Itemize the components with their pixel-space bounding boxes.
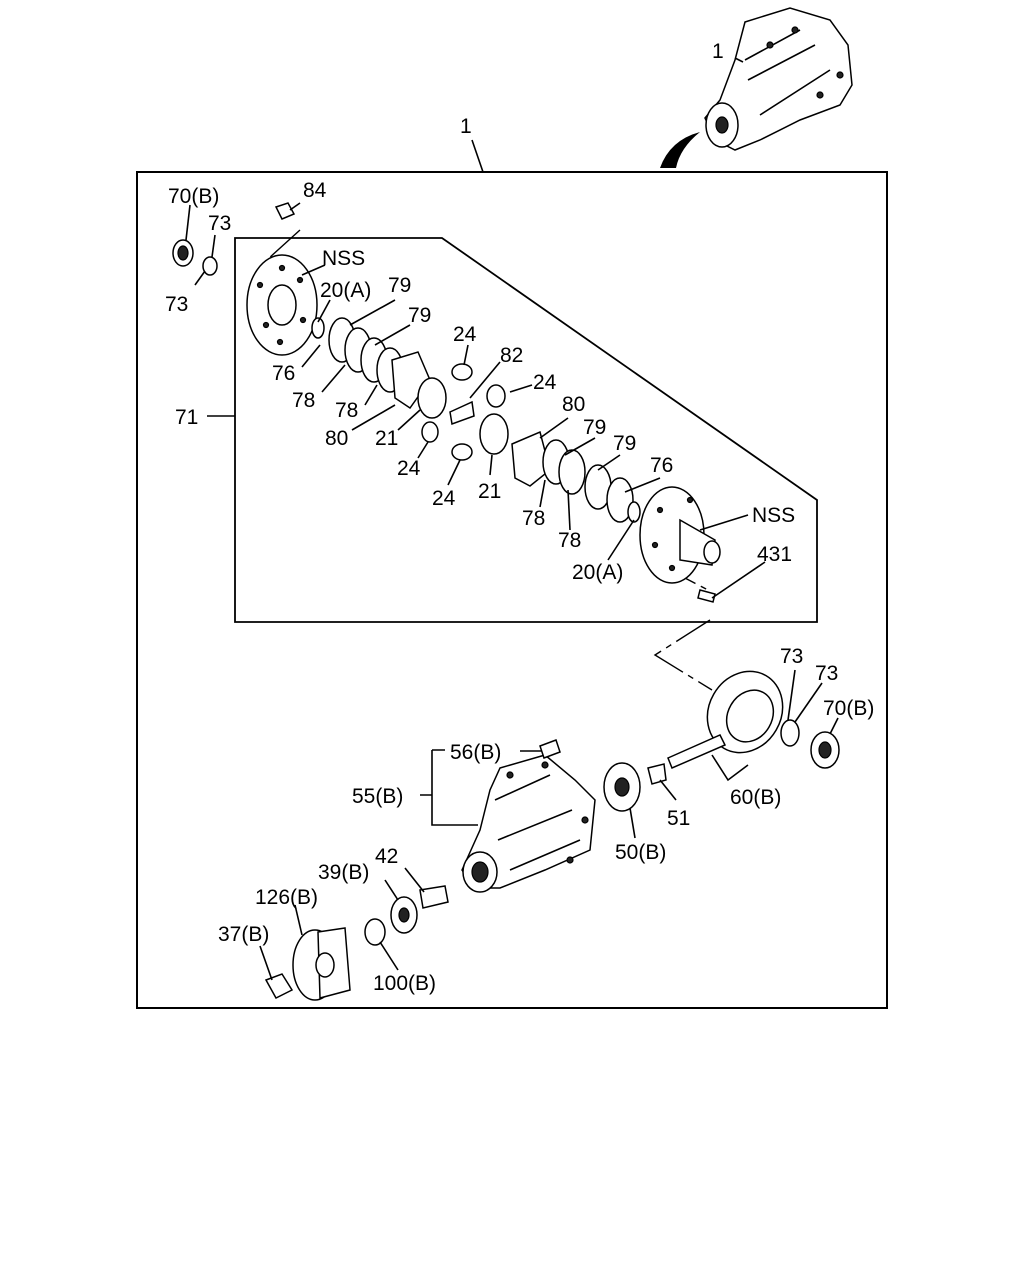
companion-flange-126b [292, 927, 351, 1001]
differential-subassembly-frame [234, 237, 818, 623]
bearing-70b-bottom [810, 731, 840, 769]
label-nss-bottom: NSS [752, 504, 795, 527]
spacer-51 [647, 763, 667, 785]
label-73-a: 73 [208, 212, 231, 235]
shim-73 [780, 719, 800, 747]
label-78-b: 78 [335, 399, 358, 422]
arrow-icon [660, 132, 700, 168]
label-78-a: 78 [292, 389, 315, 412]
ring-gear-pinion-60b [667, 670, 784, 769]
label-79-a: 79 [388, 274, 411, 297]
clutch-plates-left [311, 317, 431, 410]
label-80-b: 80 [562, 393, 585, 416]
label-60b: 60(B) [730, 786, 781, 809]
label-84: 84 [303, 179, 327, 202]
label-73-d: 73 [815, 662, 838, 685]
leader-lines [185, 202, 839, 981]
label-431: 431 [757, 543, 792, 566]
label-nss-top: NSS [322, 247, 365, 270]
label-55b: 55(B) [352, 785, 403, 808]
oil-seal-100b [364, 918, 386, 946]
diff-case-left [246, 254, 318, 356]
label-24-d: 24 [432, 487, 456, 510]
label-73-c: 73 [780, 645, 803, 668]
label-79-c: 79 [583, 416, 606, 439]
bolt-84 [274, 202, 296, 220]
label-78-d: 78 [558, 529, 581, 552]
label-71: 71 [175, 406, 198, 429]
label-100b: 100(B) [373, 972, 436, 995]
label-24-a: 24 [453, 323, 477, 346]
label-70b-bottom: 70(B) [823, 697, 874, 720]
label-73-b: 73 [165, 293, 188, 316]
washer-73 [202, 256, 218, 276]
label-24-b: 24 [533, 371, 557, 394]
assembled-carrier-illustration [660, 7, 853, 168]
bolt-431 [697, 589, 716, 603]
clutch-plates-right [511, 430, 641, 523]
bearing-50b [603, 762, 641, 812]
assembly-frame [136, 171, 888, 1009]
bearing-70b-top [172, 239, 194, 267]
label-70b-top: 70(B) [168, 185, 219, 208]
diff-case-right [639, 486, 721, 584]
part-labels: 1 1 84 70(B) 73 73 NSS 20(A) 79 79 76 78… [165, 40, 874, 995]
bolt-56b [539, 739, 561, 759]
label-21-b: 21 [478, 480, 501, 503]
bearing-39b [390, 896, 418, 934]
label-79-b: 79 [408, 304, 431, 327]
label-20a-top: 20(A) [320, 279, 371, 302]
spacer-42 [419, 885, 449, 909]
label-78-c: 78 [522, 507, 545, 530]
label-50b: 50(B) [615, 841, 666, 864]
label-80-a: 80 [325, 427, 348, 450]
label-76-top: 76 [272, 362, 295, 385]
carrier-housing-55b [461, 754, 596, 893]
nut-37b [264, 973, 294, 999]
label-42: 42 [375, 845, 398, 868]
label-126b: 126(B) [255, 886, 318, 909]
label-assembly-top: 1 [712, 40, 724, 63]
label-39b: 39(B) [318, 861, 369, 884]
label-assembly-box: 1 [460, 115, 472, 138]
label-20a-bottom: 20(A) [572, 561, 623, 584]
label-24-c: 24 [397, 457, 421, 480]
label-76-bottom: 76 [650, 454, 673, 477]
label-51: 51 [667, 807, 690, 830]
label-82: 82 [500, 344, 523, 367]
label-37b: 37(B) [218, 923, 269, 946]
label-56b: 56(B) [450, 741, 501, 764]
label-21-a: 21 [375, 427, 398, 450]
label-79-d: 79 [613, 432, 636, 455]
differential-gears [417, 363, 509, 461]
